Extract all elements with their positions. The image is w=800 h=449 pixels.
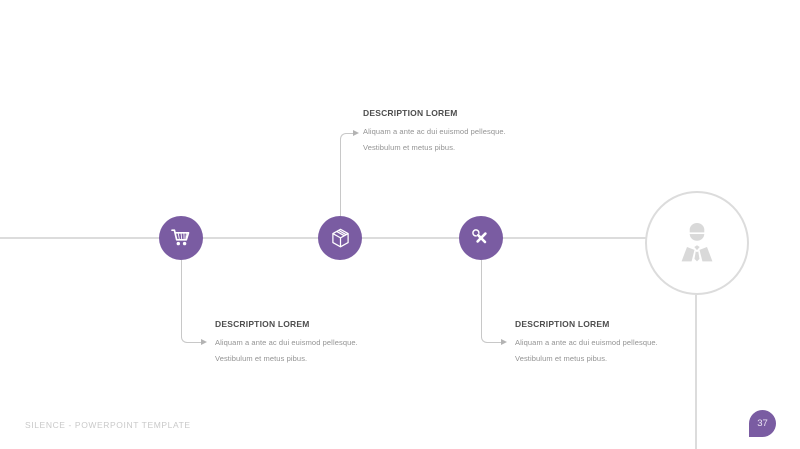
arrowhead-bottom-right-icon (501, 339, 507, 345)
arrowhead-top-icon (353, 130, 359, 136)
timeline-node-box (318, 216, 362, 260)
timeline-node-person (645, 191, 749, 295)
timeline-node-tools (459, 216, 503, 260)
timeline-node-cart (159, 216, 203, 260)
package-box-icon (328, 226, 353, 251)
description-heading: DESCRIPTION LOREM (363, 108, 458, 118)
shopping-cart-icon (169, 226, 193, 250)
arrowhead-bottom-left-icon (201, 339, 207, 345)
person-drop-line (695, 295, 697, 449)
page-number-badge: 37 (749, 410, 776, 437)
connector-bottom-left (181, 260, 202, 343)
connector-top (340, 133, 354, 217)
description-heading: DESCRIPTION LOREM (515, 319, 610, 329)
tools-icon (469, 226, 493, 250)
slide-footer-title: SILENCE - POWERPOINT TEMPLATE (25, 420, 191, 430)
description-body-line: Vestibulum et metus pibus. (363, 143, 456, 152)
businessman-icon (672, 218, 722, 268)
description-block-bottom-right: DESCRIPTION LOREM Aliquam a ante ac dui … (515, 319, 685, 367)
description-body-line: Vestibulum et metus pibus. (515, 354, 608, 363)
description-block-top: DESCRIPTION LOREM Aliquam a ante ac dui … (363, 108, 533, 156)
description-body-line: Aliquam a ante ac dui euismod pellesque. (215, 338, 358, 347)
description-block-bottom-left: DESCRIPTION LOREM Aliquam a ante ac dui … (215, 319, 385, 367)
description-body-line: Aliquam a ante ac dui euismod pellesque. (363, 127, 506, 136)
description-body-line: Aliquam a ante ac dui euismod pellesque. (515, 338, 658, 347)
description-heading: DESCRIPTION LOREM (215, 319, 310, 329)
connector-bottom-right (481, 260, 502, 343)
description-body-line: Vestibulum et metus pibus. (215, 354, 308, 363)
page-number: 37 (757, 418, 768, 429)
